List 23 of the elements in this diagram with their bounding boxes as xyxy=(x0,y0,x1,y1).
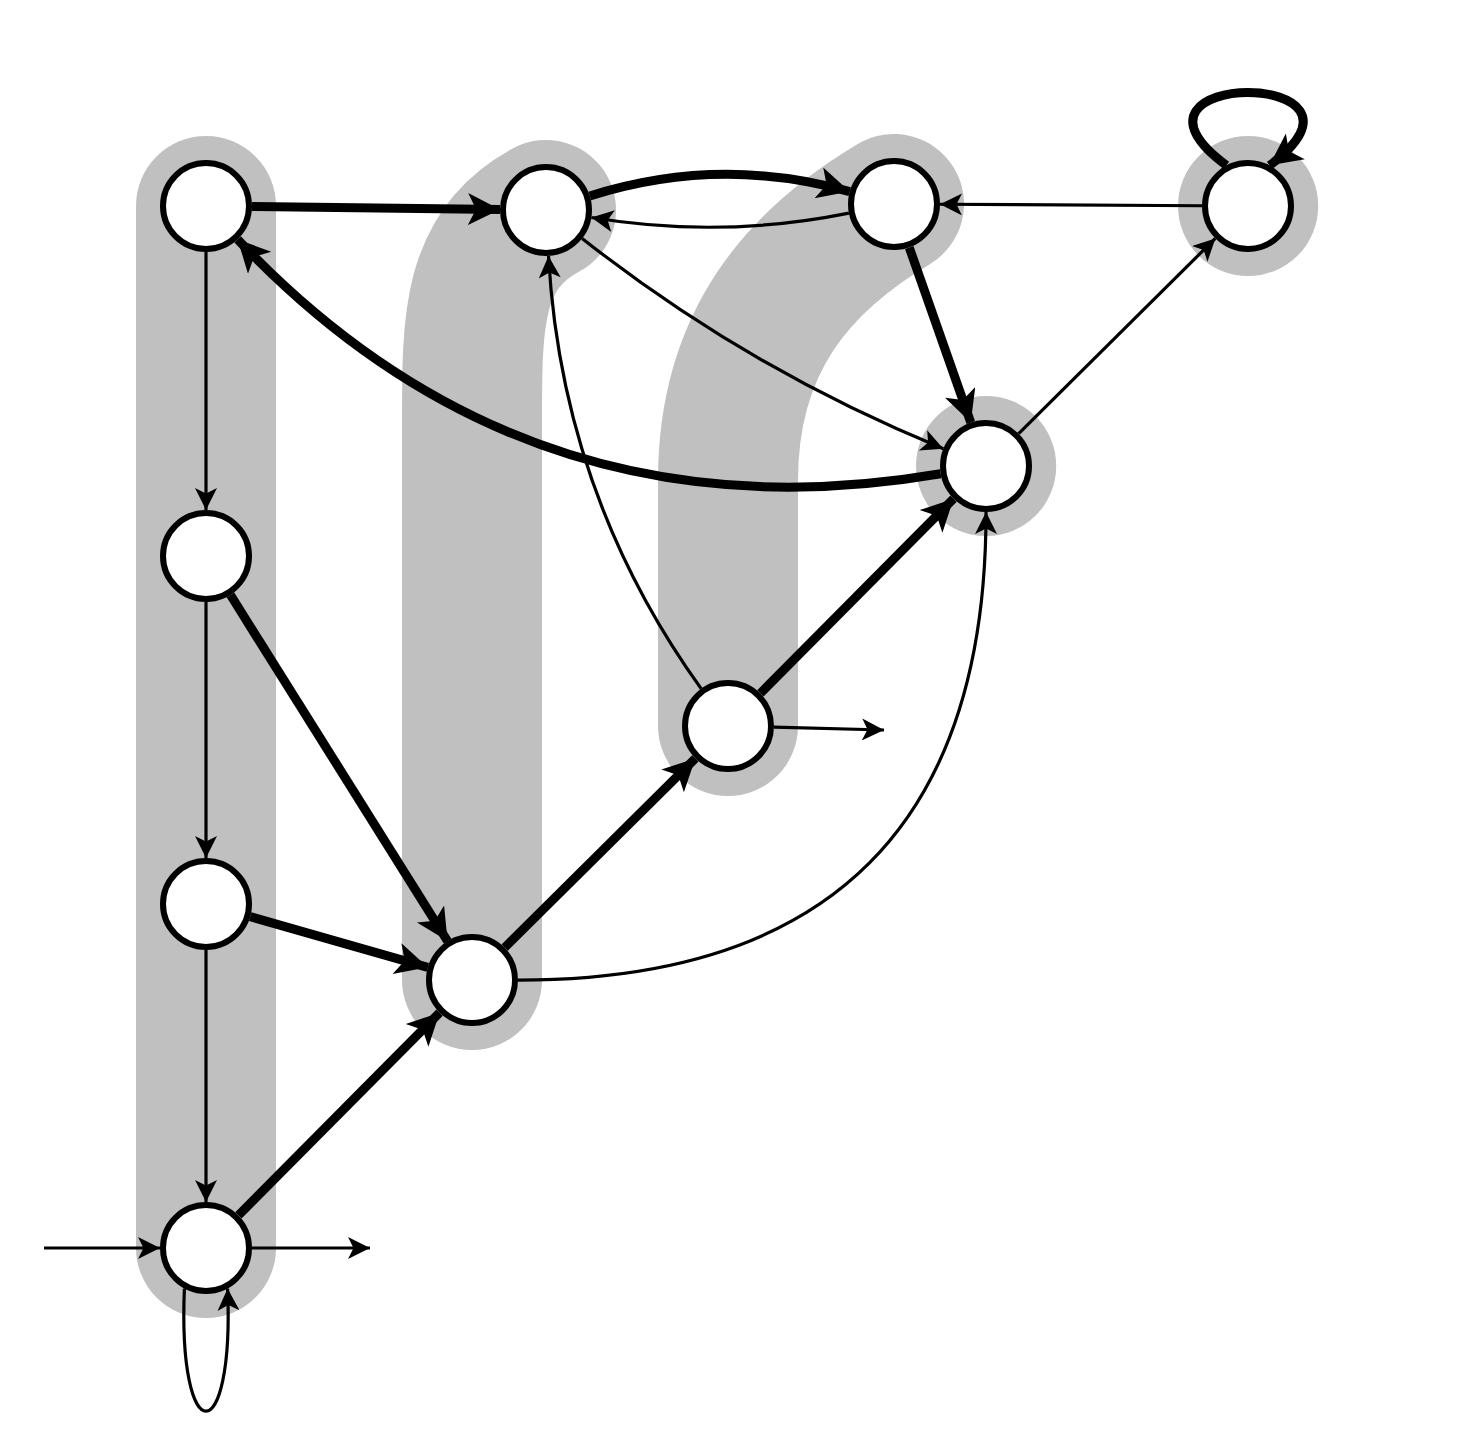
arrow xyxy=(249,912,429,974)
arrow xyxy=(581,237,944,451)
arrow xyxy=(235,1009,443,1219)
arrow xyxy=(195,252,217,510)
arrow xyxy=(757,495,957,697)
arrow xyxy=(252,1237,370,1259)
arrow xyxy=(226,592,452,944)
arrow xyxy=(234,236,942,492)
arrow xyxy=(539,255,703,690)
arrow xyxy=(940,193,1202,216)
arrow xyxy=(182,1288,239,1413)
arrow xyxy=(588,168,851,201)
arrow xyxy=(1188,88,1308,169)
arrow xyxy=(44,1237,160,1259)
arrow xyxy=(195,950,217,1202)
arrow xyxy=(773,718,885,741)
arrow xyxy=(251,193,501,226)
arrow xyxy=(517,511,997,982)
arrow xyxy=(591,209,850,232)
arrow xyxy=(501,755,699,951)
arrow xyxy=(905,245,976,425)
arrow xyxy=(195,602,217,858)
arrow xyxy=(1017,237,1217,435)
